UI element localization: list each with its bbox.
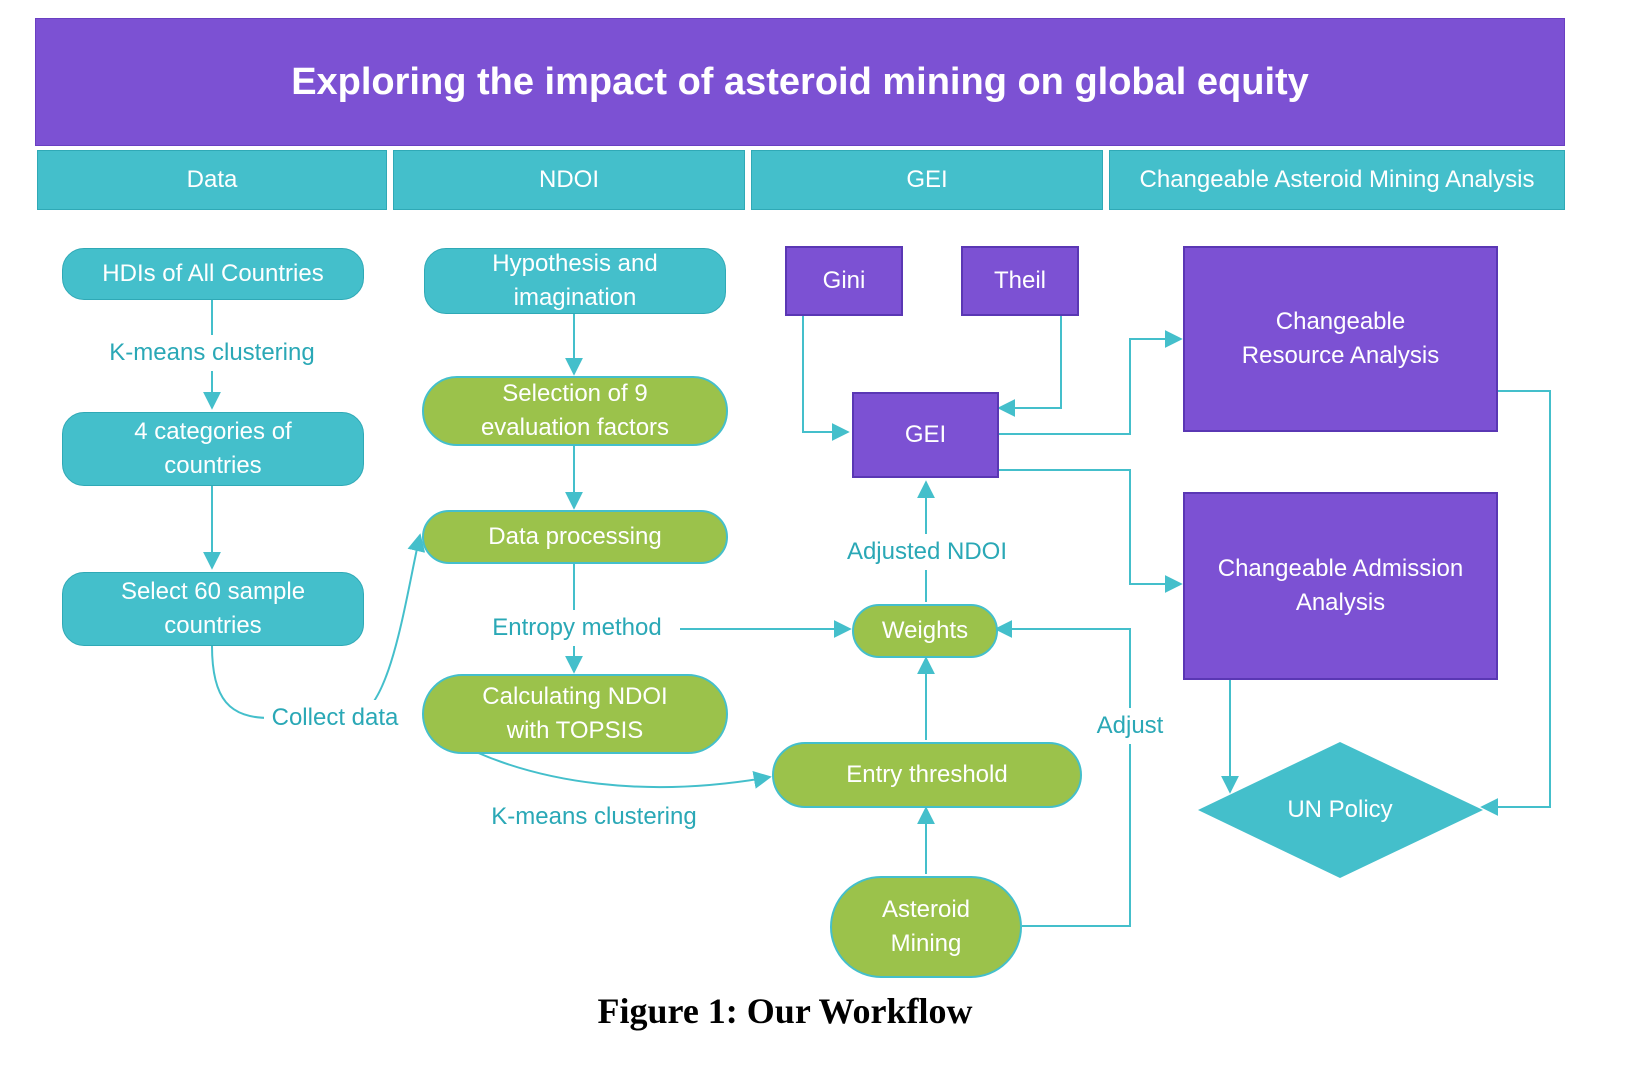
edge-gei-to-resource [999,330,1183,435]
node-admission-analysis: Changeable Admission Analysis [1183,492,1498,680]
un-policy-diamond [1198,742,1483,878]
edge-resource-to-un [1480,390,1551,816]
node-theil: Theil [961,246,1079,316]
node-un-policy-label: UN Policy [1287,796,1393,823]
node-data-processing: Data processing [422,510,728,564]
label-kmeans-top: K-means clustering [92,335,332,371]
edge-mining-to-weights [994,620,1131,927]
node-gei: GEI [852,392,999,478]
node-asteroid-mining: Asteroid Mining [830,876,1022,978]
edge-topsis-to-entry [475,751,772,789]
column-header-gei: GEI [751,150,1103,210]
label-adjusted-ndoi: Adjusted NDOI [832,534,1022,570]
node-categories: 4 categories of countries [62,412,364,486]
node-select60: Select 60 sample countries [62,572,364,646]
node-hypothesis: Hypothesis and imagination [424,248,726,314]
label-adjust: Adjust [1090,708,1170,744]
node-resource-analysis: Changeable Resource Analysis [1183,246,1498,432]
node-entry-threshold: Entry threshold [772,742,1082,808]
label-entropy-method: Entropy method [478,610,676,646]
node-weights: Weights [852,604,998,658]
column-header-data: Data [37,150,387,210]
node-gini: Gini [785,246,903,316]
column-header-analysis: Changeable Asteroid Mining Analysis [1109,150,1565,210]
figure-caption: Figure 1: Our Workflow [597,991,973,1031]
column-header-ndoi: NDOI [393,150,745,210]
node-hdis: HDIs of All Countries [62,248,364,300]
label-kmeans-bottom: K-means clustering [491,803,697,830]
edge-gini-to-gei [802,316,850,441]
node-selection9: Selection of 9 evaluation factors [422,376,728,446]
diagram-title: Exploring the impact of asteroid mining … [35,18,1565,146]
node-topsis: Calculating NDOI with TOPSIS [422,674,728,754]
label-collect-data: Collect data [264,700,406,736]
edge-gei-to-admission [999,469,1183,593]
edge-theil-to-gei [997,316,1062,417]
